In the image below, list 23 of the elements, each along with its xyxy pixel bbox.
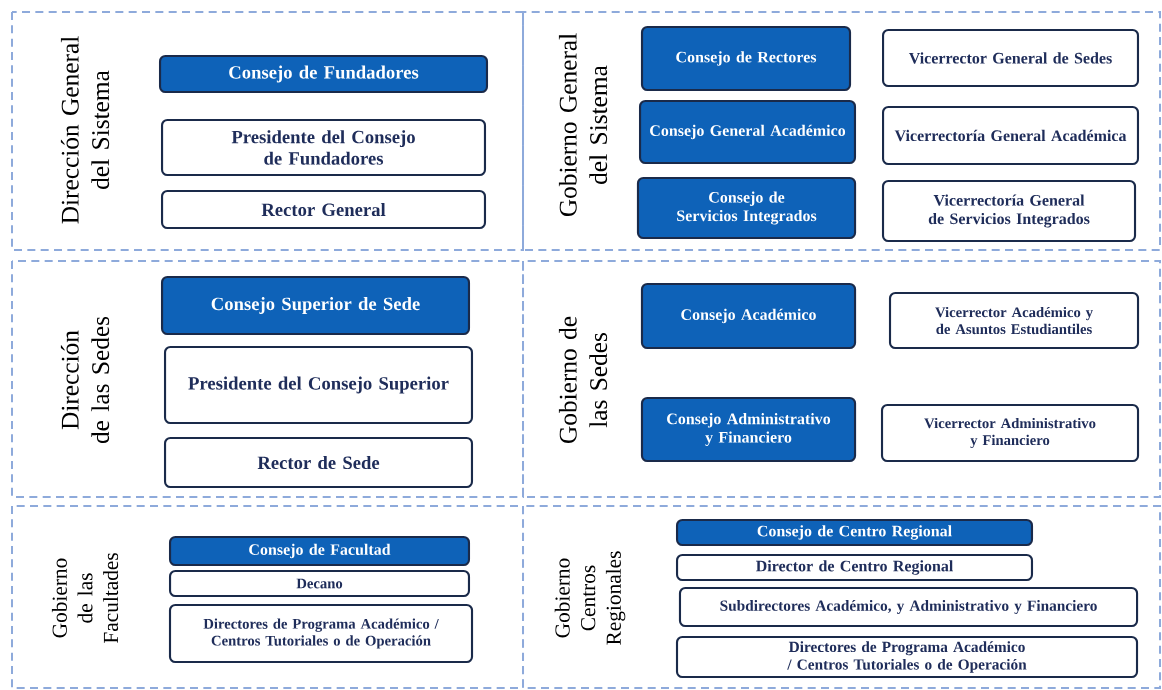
office-box: Directores de Programa Académico / Centros Tutoriales o de Operación (168, 603, 474, 664)
office-box: Directores de Programa Académico / Centros Tutoriales o de Operación (675, 635, 1139, 679)
office-box: Vicerrector Administrativo y Financiero (880, 403, 1140, 463)
council-box: Consejo Académico (640, 282, 857, 350)
council-box: Consejo de Facultad (168, 535, 471, 567)
office-box: Presidente del Consejo Superior (163, 345, 474, 425)
council-box: Consejo de Fundadores (158, 54, 489, 94)
office-box: Director de Centro Regional (675, 553, 1034, 582)
office-box: Subdirectores Académico, y Administrativo y Financiero (678, 586, 1139, 628)
office-box: Decano (168, 569, 471, 598)
office-box: Rector de Sede (163, 436, 474, 489)
council-box: Consejo General Académico (638, 99, 857, 165)
council-box: Consejo de Servicios Integrados (636, 176, 857, 240)
office-box: Vicerrector Académico y de Asuntos Estudiantiles (888, 291, 1140, 350)
council-box: Consejo de Rectores (640, 25, 852, 92)
office-box: Presidente del Consejo de Fundadores (160, 118, 487, 177)
council-box: Consejo Superior de Sede (160, 275, 471, 336)
council-box: Consejo Administrativo y Financiero (640, 396, 857, 463)
council-box: Consejo de Centro Regional (675, 518, 1034, 547)
office-box: Vicerrectoría General de Servicios Integrados (881, 179, 1137, 243)
office-box: Vicerrectoría General Académica (881, 105, 1140, 166)
office-box: Vicerrector General de Sedes (881, 28, 1140, 88)
office-box: Rector General (160, 189, 487, 230)
